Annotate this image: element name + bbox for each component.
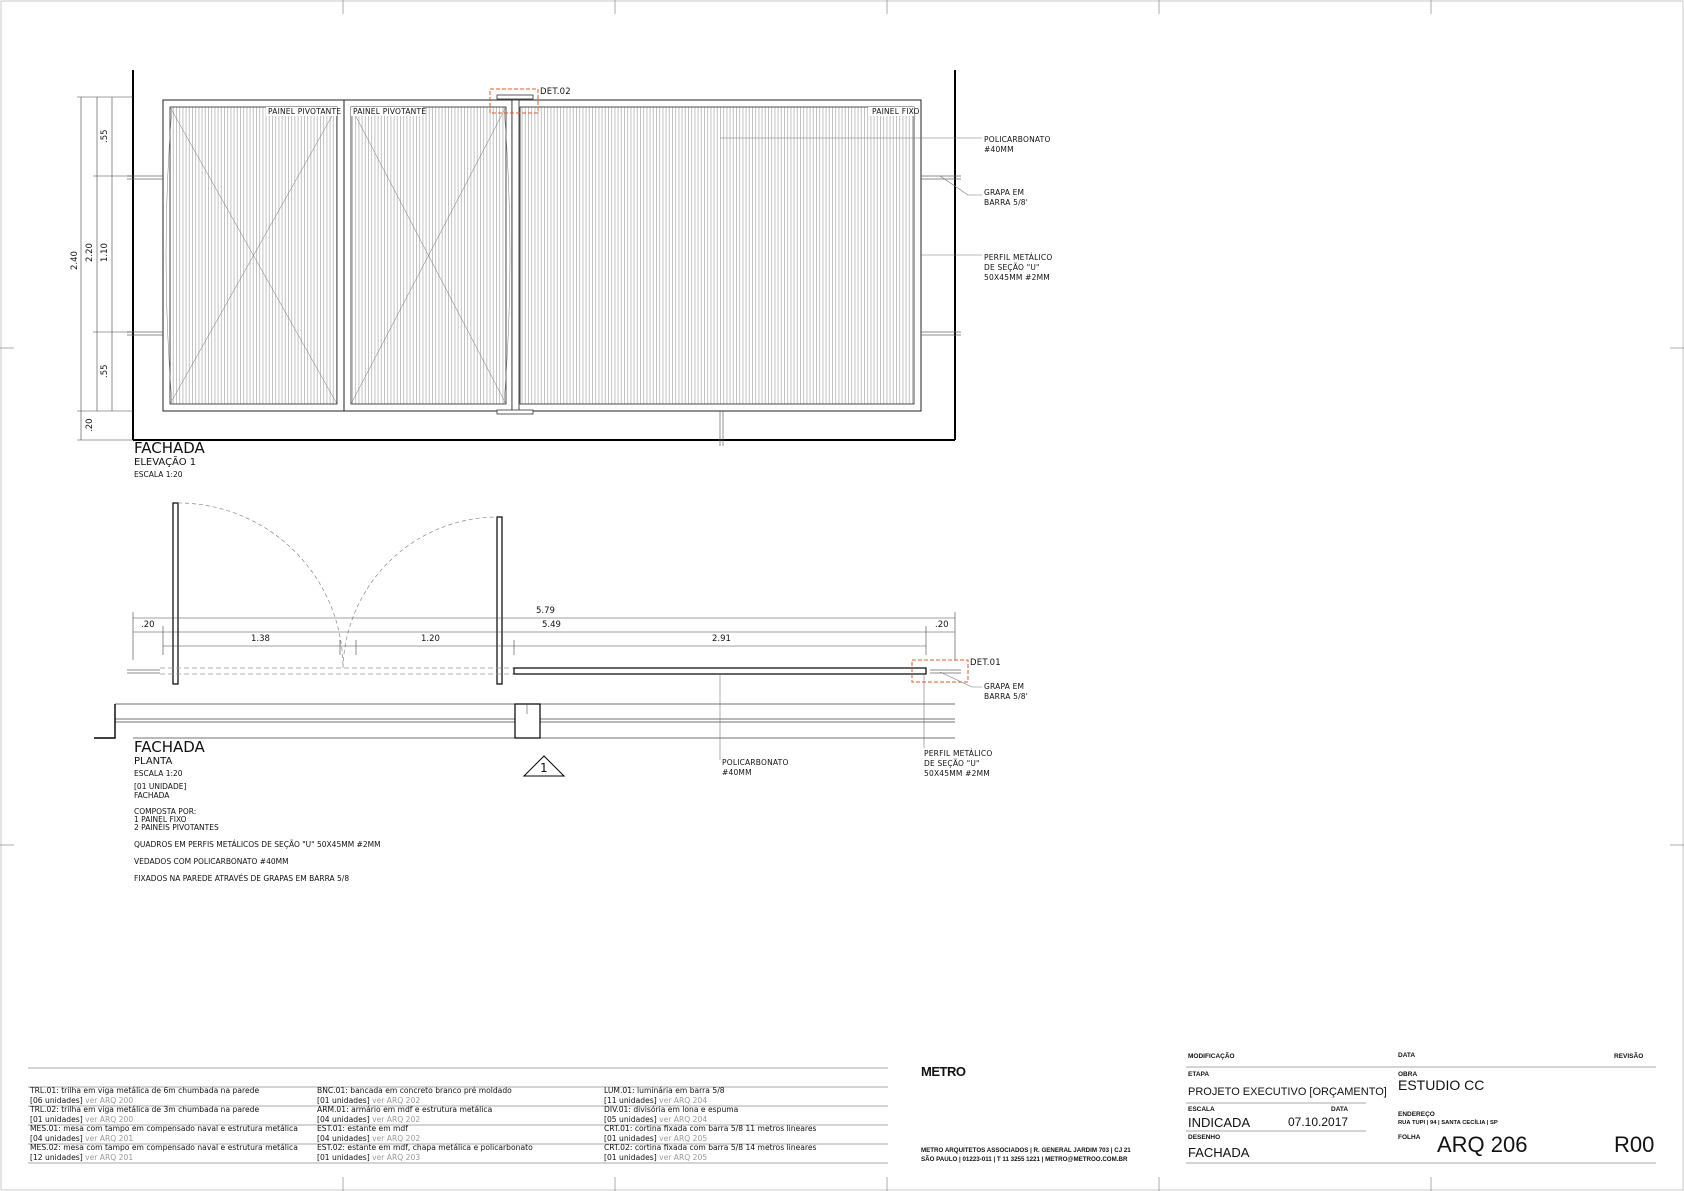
legend-item: EST.02: estante em mdf, chapa metálica e… (317, 1143, 533, 1162)
label-etapa: ETAPA (1188, 1071, 1210, 1078)
data-value: 07.10.2017 (1288, 1115, 1349, 1129)
dim-plan-seg3: 2.91 (712, 634, 731, 644)
plan-title: FACHADA (134, 738, 205, 756)
legend-item: MES.02: mesa com tampo em compensado nav… (30, 1143, 298, 1162)
legend-item: DIV.01: divisória em lona e espuma[05 un… (604, 1105, 739, 1124)
label-revisao: REVISÃO (1614, 1053, 1644, 1060)
unit-name: FACHADA (134, 791, 170, 800)
elevation-view (77, 70, 982, 446)
dim-plan-seg2: 1.20 (421, 634, 440, 644)
legend-item: EST.01: estante em mdf[04 unidades] ver … (317, 1124, 421, 1143)
office-address-line1: METRO ARQUITETOS ASSOCIADOS | R. GENERAL… (921, 1147, 1131, 1154)
elevation-title: FACHADA (134, 439, 205, 457)
dim-plan-right: .20 (935, 620, 949, 630)
note-pivot-panels: 2 PAINÉIS PIVOTANTES (134, 823, 219, 832)
plan-subtitle: PLANTA (134, 756, 173, 767)
label-escala: ESCALA (1188, 1106, 1215, 1113)
dim-elevation-bottom: .55 (100, 364, 110, 378)
panel-label-1: PAINEL PIVOTANTE (268, 107, 342, 116)
desenho-value: FACHADA (1188, 1145, 1250, 1160)
label-endereco: ENDEREÇO (1398, 1111, 1435, 1118)
detail-01-label[interactable]: DET.01 (970, 658, 1001, 668)
note-sealing: VEDADOS COM POLICARBONATO #40MM (134, 857, 289, 866)
dim-elevation-total: 2.40 (70, 251, 80, 270)
callout-policarbonato-plan: POLICARBONATO#40MM (722, 758, 789, 777)
folha-value: ARQ 206 (1437, 1132, 1528, 1157)
label-folha: FOLHA (1398, 1134, 1421, 1141)
legend-item: CRT.01: cortina fixada com barra 5/8 11 … (604, 1124, 817, 1143)
dim-plan-span: 5.49 (542, 620, 561, 630)
dim-elevation-base: .20 (85, 418, 95, 432)
dim-plan-left: .20 (141, 620, 155, 630)
legend-item: CRT.02: cortina fixada com barra 5/8 14 … (604, 1143, 817, 1162)
panel-label-2: PAINEL PIVOTANTE (353, 107, 427, 116)
escala-value: INDICADA (1188, 1115, 1251, 1130)
legend-item: MES.01: mesa com tampo em compensado nav… (30, 1124, 298, 1143)
label-modificacao: MODIFICAÇÃO (1188, 1053, 1235, 1060)
elevation-scale: ESCALA 1:20 (134, 470, 183, 479)
obra-value: ESTUDIO CC (1398, 1077, 1485, 1093)
plan-view (94, 502, 982, 777)
note-fixed-panel: 1 PAINEL FIXO (134, 815, 187, 824)
legend-item: TRL.02: trilha em viga metálica de 3m ch… (30, 1105, 260, 1124)
callout-policarbonato-elevation: POLICARBONATO#40MM (984, 135, 1051, 154)
revisao-value: R00 (1614, 1132, 1655, 1157)
note-frames: QUADROS EM PERFIS METÁLICOS DE SEÇÃO "U"… (134, 840, 381, 849)
legend-item: BNC.01: bancada em concreto branco pré m… (317, 1086, 512, 1105)
unit-quantity: [01 UNIDADE] (134, 782, 187, 791)
detail-02-label[interactable]: DET.02 (540, 87, 571, 97)
label-data: DATA (1398, 1052, 1416, 1059)
endereco-value: RUA TUPI | 94 | SANTA CECÍLIA | SP (1398, 1120, 1498, 1126)
plan-scale: ESCALA 1:20 (134, 769, 183, 778)
detail-02-box (489, 88, 539, 114)
note-composition: COMPOSTA POR: (134, 807, 197, 816)
legend-item: ARM.01: armário em mdf e estrutura metál… (317, 1105, 493, 1124)
note-fixing: FIXADOS NA PAREDE ATRAVÉS DE GRAPAS EM B… (134, 874, 350, 883)
dim-plan-seg1: 1.38 (251, 634, 270, 644)
label-desenho: DESENHO (1188, 1134, 1221, 1141)
dim-plan-total: 5.79 (536, 606, 555, 616)
elevation-subtitle: ELEVAÇÃO 1 (134, 457, 197, 468)
legend-item: LUM.01: luminária em barra 5/8[11 unidad… (604, 1086, 725, 1105)
title-block-lines (1186, 1066, 1656, 1164)
legend-table-lines (28, 1067, 888, 1164)
label-obra: OBRA (1398, 1071, 1418, 1078)
dim-elevation-inner: 2.20 (85, 243, 95, 262)
dim-elevation-mid: 1.10 (100, 243, 110, 262)
section-marker-triangle (522, 755, 566, 777)
office-address-line2: SÃO PAULO | 01223-011 | T 11 3255 1221 |… (921, 1156, 1128, 1163)
label-data-2: DATA (1331, 1106, 1349, 1113)
detail-01-box (911, 659, 969, 683)
legend-item: TRL.01: trilha em viga metálica de 6m ch… (30, 1086, 260, 1105)
dim-elevation-top: .55 (100, 129, 110, 143)
office-logo: METRO (921, 1064, 966, 1079)
etapa-value: PROJETO EXECUTIVO [ORÇAMENTO] (1188, 1086, 1387, 1098)
section-marker-number: 1 (540, 761, 548, 775)
panel-label-3: PAINEL FIXO (872, 107, 920, 116)
